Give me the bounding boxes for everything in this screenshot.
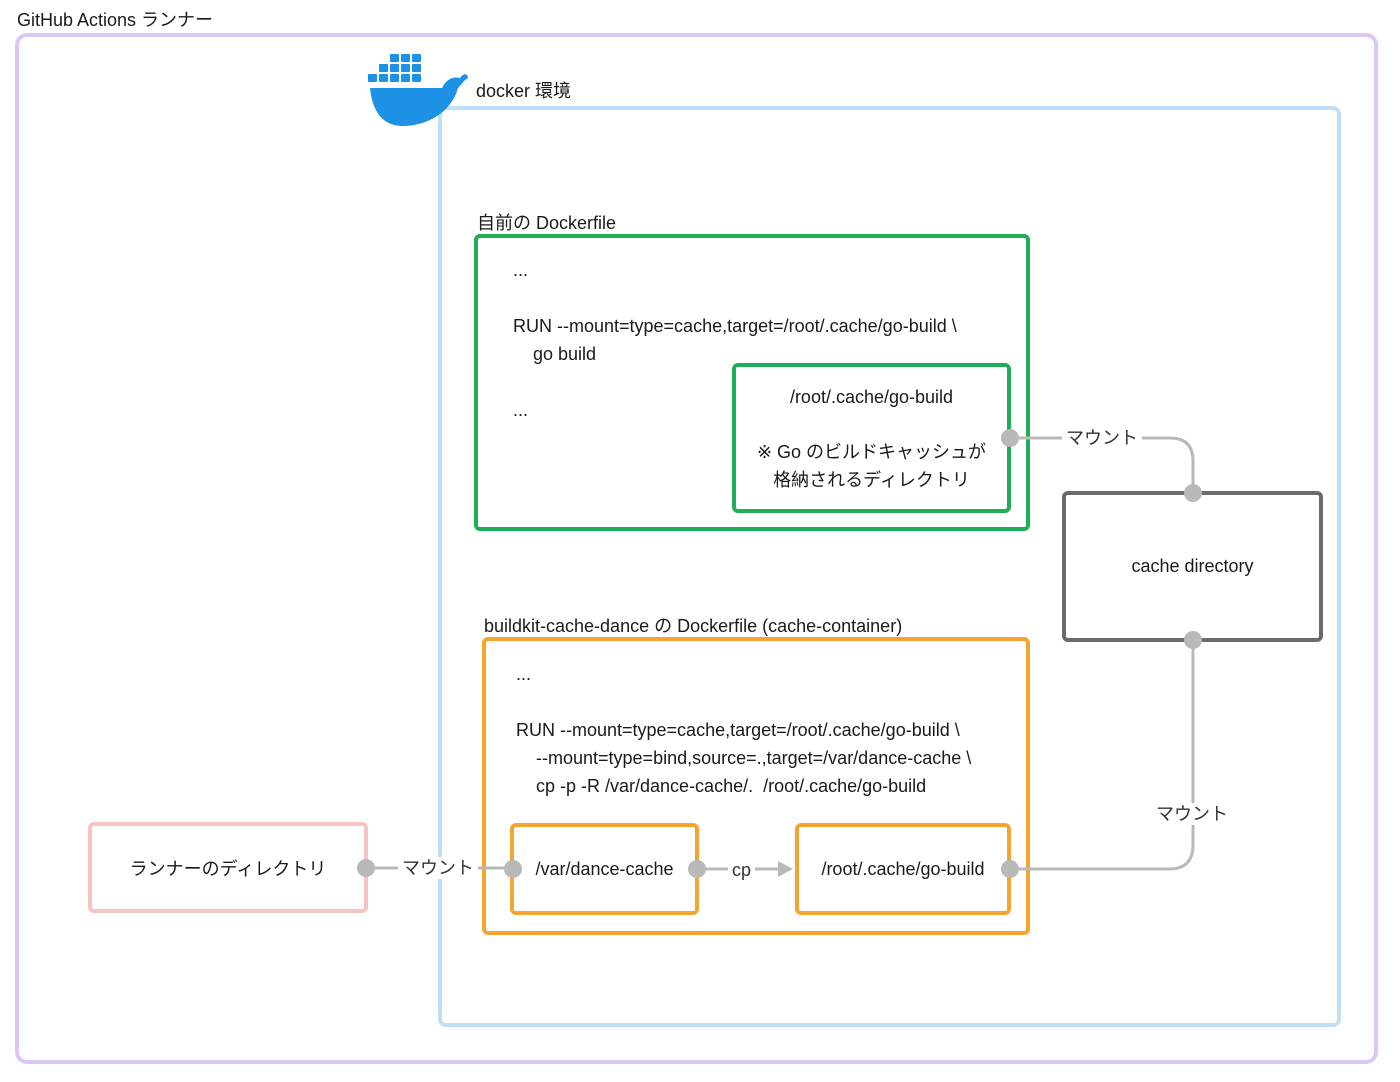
docker-env-title: docker 環境 [476, 81, 572, 101]
var-dance-cache-label: /var/dance-cache [535, 858, 674, 879]
runner-directory-box: ランナーのディレクトリ [88, 822, 368, 913]
cp-arrowhead [778, 861, 793, 877]
var-dance-cache-box: /var/dance-cache [510, 823, 699, 915]
runner-title: GitHub Actions ランナー [17, 10, 214, 30]
mount-label-left: マウント [398, 857, 478, 879]
runner-frame [15, 33, 1378, 1064]
user-dockerfile-code: ... RUN --mount=type=cache,target=/root/… [513, 260, 957, 420]
port-cache-top [1184, 484, 1202, 502]
mount-label-right: マウント [1152, 803, 1232, 825]
user-dockerfile-title: 自前の Dockerfile [477, 213, 617, 233]
port-var-cache-left [504, 860, 522, 878]
dance-dockerfile-title: buildkit-cache-dance の Dockerfile (cache… [484, 616, 903, 636]
docker-env-frame [438, 106, 1341, 1027]
root-cache-label: /root/.cache/go-build [821, 858, 985, 879]
runner-directory-label: ランナーのディレクトリ [129, 858, 327, 879]
go-build-cache-path: /root/.cache/go-build [789, 387, 954, 407]
docker-whale-icon [368, 50, 472, 128]
port-cache-bottom [1184, 631, 1202, 649]
edge-top-mount [1008, 436, 1195, 493]
port-var-cache-right [688, 860, 706, 878]
dance-dockerfile-code: ... RUN --mount=type=cache,target=/root/… [516, 664, 972, 796]
port-root-cache-right [1001, 860, 1019, 878]
port-runner-dir-right [357, 859, 375, 877]
cache-directory-label: cache directory [1131, 556, 1254, 576]
go-build-cache-note-line2: 格納されるディレクトリ [773, 470, 970, 490]
mount-label-top: マウント [1062, 427, 1142, 449]
root-cache-box: /root/.cache/go-build [795, 823, 1011, 915]
port-go-build-right [1001, 429, 1019, 447]
cp-label: cp [728, 859, 756, 881]
go-build-cache-note-line1: ※ Go のビルドキャッシュが [756, 442, 987, 462]
edge-right-mount [1008, 639, 1195, 871]
